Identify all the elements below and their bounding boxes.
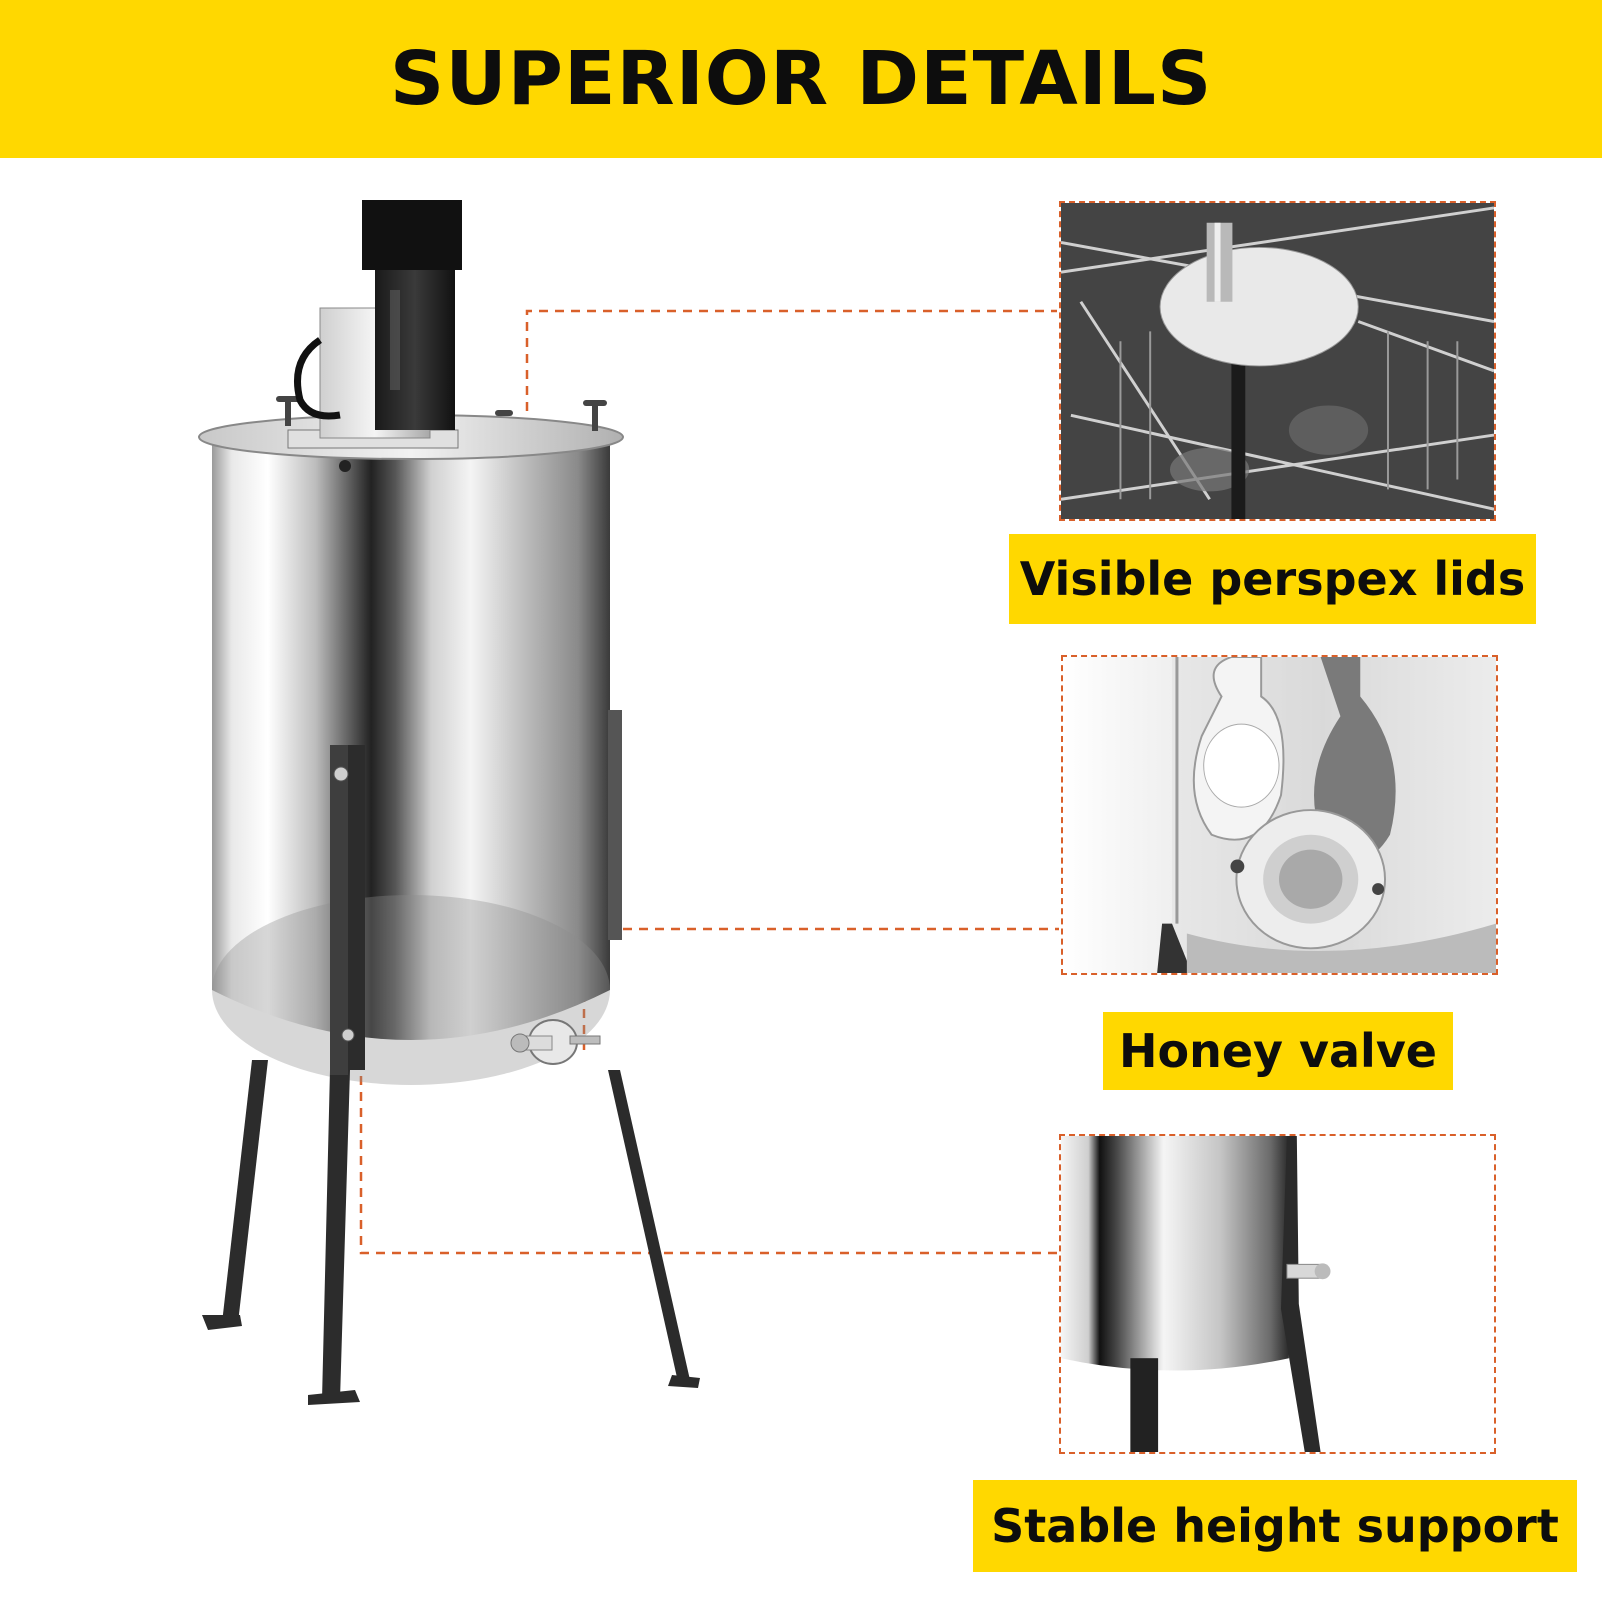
- basket-closeup-icon: [1061, 203, 1494, 519]
- valve-closeup-icon: [1063, 657, 1496, 973]
- detail-image-basket: [1059, 201, 1496, 521]
- label-honey-valve: Honey valve: [1103, 1012, 1453, 1090]
- label-stable-height-support: Stable height support: [973, 1480, 1577, 1572]
- honey-extractor-image: [198, 200, 700, 1405]
- label-visible-perspex-lids: Visible perspex lids: [1009, 534, 1536, 624]
- title-banner: SUPERIOR DETAILS: [0, 0, 1602, 158]
- banner-title: SUPERIOR DETAILS: [389, 36, 1213, 122]
- leg-closeup-icon: [1061, 1136, 1494, 1452]
- detail-image-legs: [1059, 1134, 1496, 1454]
- detail-image-valve: [1061, 655, 1498, 975]
